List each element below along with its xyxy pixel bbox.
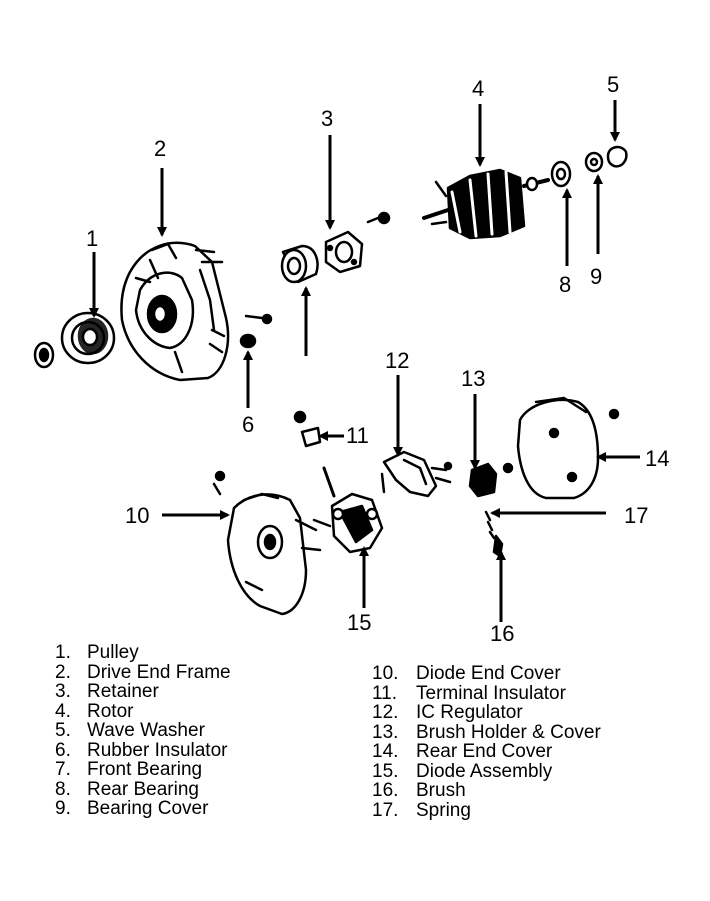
ic-regulator-drawing (380, 450, 453, 498)
legend-item: 15. Diode Assembly (372, 760, 601, 782)
legend-text: Brush (416, 780, 466, 801)
legend-number: 17. (372, 799, 399, 821)
legend-text: IC Regulator (416, 702, 523, 723)
brush-holder-drawing (468, 462, 514, 498)
callout-11: 11 (346, 423, 369, 448)
legend-item: 3. Retainer (55, 682, 231, 702)
legend-item: 12. IC Regulator (372, 703, 601, 723)
rubber-insulator-drawing (239, 333, 257, 349)
callout-16: 16 (490, 621, 514, 646)
parts-legend-left: 1. Pulley 2. Drive End Frame 3. Retainer 4.… (55, 643, 231, 819)
legend-item: 4. Rotor (55, 700, 231, 722)
legend-item: 5. Wave Washer (55, 721, 231, 741)
parts-legend-right: 10. Diode End Cover 11. Terminal Insulator… (372, 664, 601, 820)
terminal-insulator-drawing (293, 410, 322, 448)
pulley-drawing (60, 311, 116, 365)
legend-number: 3. (55, 681, 71, 702)
callout-9: 9 (590, 264, 602, 289)
legend-text: Rotor (87, 700, 134, 722)
legend-number: 5. (55, 720, 71, 741)
legend-item: 1. Pulley (55, 643, 231, 663)
callout-6: 6 (242, 412, 254, 437)
legend-text: Rear End Cover (416, 741, 553, 762)
callout-4: 4 (472, 76, 484, 101)
callout-14: 14 (645, 446, 669, 471)
legend-number: 13. (372, 721, 399, 743)
legend-number: 6. (55, 739, 71, 761)
legend-item: 9. Bearing Cover (55, 799, 231, 819)
legend-number: 11. (372, 682, 398, 704)
legend-item: 14. Rear End Cover (372, 742, 601, 762)
callout-10: 10 (125, 503, 149, 528)
pulley-nut-drawing (33, 341, 55, 369)
legend-text: Terminal Insulator (416, 682, 566, 704)
legend-text: Rubber Insulator (87, 739, 228, 761)
legend-text: Diode End Cover (416, 663, 561, 684)
legend-number: 14. (372, 741, 399, 762)
legend-item: 7. Front Bearing (55, 760, 231, 780)
wave-washer-drawing (606, 145, 628, 168)
legend-number: 16. (372, 780, 399, 801)
callout-3: 3 (321, 106, 333, 131)
front-bearing-drawing (280, 244, 319, 284)
legend-text: Front Bearing (87, 759, 203, 780)
legend-text: Rear Bearing (87, 778, 199, 800)
drive-end-frame-drawing (120, 241, 230, 382)
callout-15: 15 (347, 610, 371, 635)
callout-17: 17 (624, 503, 648, 528)
diode-assembly-drawing (322, 466, 384, 554)
legend-text: Retainer (87, 681, 159, 702)
rotor-drawing (422, 168, 550, 240)
legend-item: 10. Diode End Cover (372, 664, 601, 684)
callout-1: 1 (86, 226, 98, 251)
rear-end-cover-drawing (516, 396, 620, 500)
legend-text: Wave Washer (87, 720, 205, 741)
callout-8: 8 (559, 272, 571, 297)
legend-text: Bearing Cover (87, 798, 209, 819)
legend-item: 17. Spring (372, 799, 601, 821)
bearing-cover-drawing (584, 151, 604, 173)
legend-item: 16. Brush (372, 781, 601, 801)
legend-item: 2. Drive End Frame (55, 661, 231, 683)
legend-item: 13. Brush Holder & Cover (372, 721, 601, 743)
legend-text: Diode Assembly (416, 760, 553, 782)
legend-number: 7. (55, 759, 71, 780)
callout-2: 2 (154, 136, 166, 161)
legend-text: Spring (416, 799, 471, 821)
retainer-drawing (324, 230, 364, 274)
legend-number: 4. (55, 700, 71, 722)
callout-13: 13 (461, 366, 485, 391)
legend-number: 10. (372, 663, 399, 684)
brush-spring-drawing (484, 510, 504, 558)
legend-item: 6. Rubber Insulator (55, 739, 231, 761)
legend-number: 9. (55, 798, 71, 819)
rear-bearing-drawing (550, 160, 572, 188)
legend-text: Brush Holder & Cover (416, 721, 601, 743)
legend-text: Pulley (87, 642, 139, 663)
end-cover-bolt-drawing (212, 470, 226, 496)
legend-number: 2. (55, 661, 71, 683)
callout-12: 12 (385, 348, 409, 373)
frame-bolt-drawing (244, 313, 273, 325)
legend-text: Drive End Frame (87, 661, 231, 683)
legend-number: 1. (55, 642, 71, 663)
legend-item: 11. Terminal Insulator (372, 682, 601, 704)
legend-number: 8. (55, 778, 71, 800)
diode-end-cover-drawing (226, 492, 332, 616)
legend-item: 8. Rear Bearing (55, 778, 231, 800)
callout-5: 5 (607, 72, 619, 97)
legend-number: 15. (372, 760, 399, 782)
retainer-screw-drawing (366, 211, 391, 225)
legend-number: 12. (372, 702, 399, 723)
